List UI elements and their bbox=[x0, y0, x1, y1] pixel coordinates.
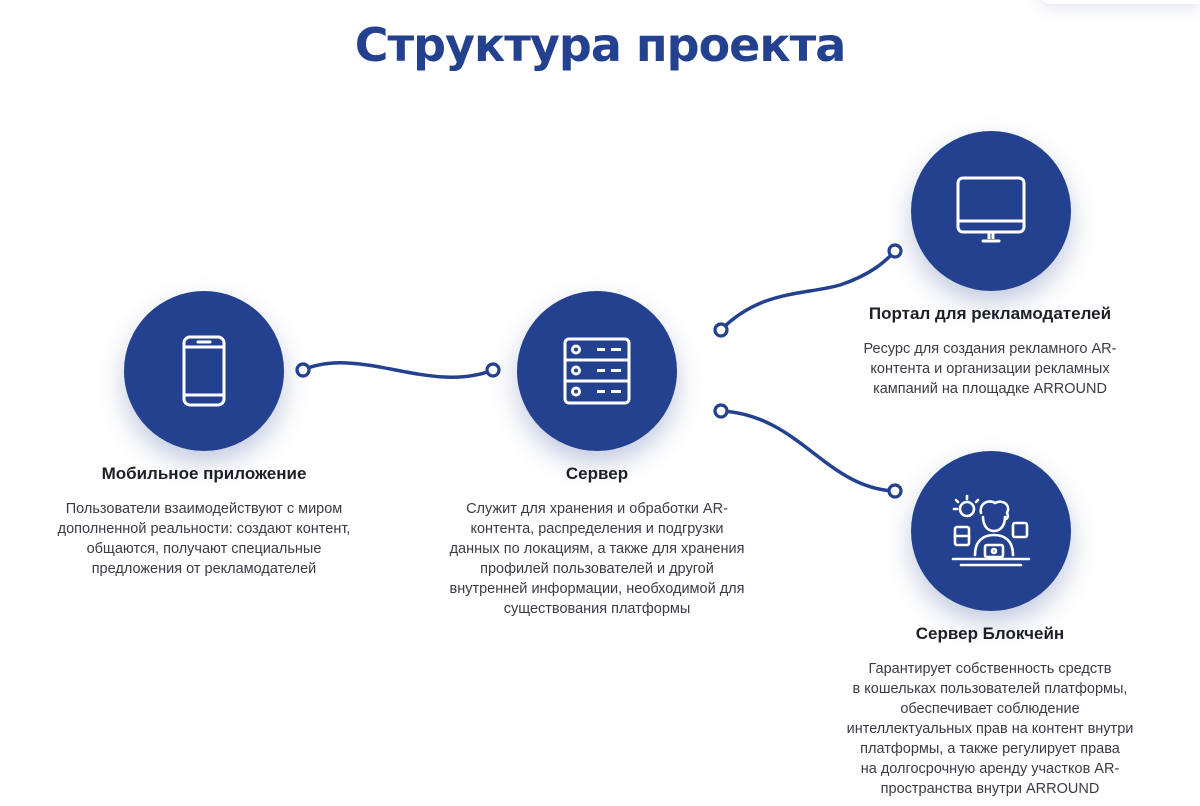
server-circle bbox=[517, 291, 677, 451]
server-title: Сервер bbox=[565, 464, 629, 483]
connector-dot bbox=[887, 483, 903, 499]
monitor-icon bbox=[956, 176, 1026, 243]
server-rack-icon bbox=[563, 337, 631, 405]
portal-description: Ресурс для создания рекламного AR- конте… bbox=[863, 341, 1117, 397]
connector-dot bbox=[713, 403, 729, 419]
page-title: Структура проекта bbox=[354, 18, 847, 72]
server-description: Служит для хранения и обработки AR- конт… bbox=[449, 501, 745, 617]
connector-dot bbox=[713, 322, 729, 338]
connector-dot bbox=[887, 243, 903, 259]
portal-circle bbox=[911, 131, 1071, 291]
portal-title: Портал для рекламодателей bbox=[868, 304, 1112, 323]
developer-workstation-icon bbox=[951, 494, 1031, 567]
blockchain-description: Гарантирует собственность средств в коше… bbox=[846, 661, 1134, 797]
blockchain-circle bbox=[911, 451, 1071, 611]
connector-dot bbox=[485, 362, 501, 378]
top-right-panel-edge bbox=[1040, 0, 1200, 4]
connector-dot bbox=[295, 362, 311, 378]
mobile-app-description: Пользователи взаимодействуют с миром доп… bbox=[57, 501, 351, 577]
mobile-app-title: Мобильное приложение bbox=[101, 464, 307, 483]
connector-server-blockchain bbox=[719, 409, 897, 493]
mobile-app-circle bbox=[124, 291, 284, 451]
blockchain-title: Сервер Блокчейн bbox=[915, 624, 1065, 643]
connector-server-portal bbox=[719, 249, 897, 332]
connector-mobile-server bbox=[301, 361, 495, 379]
smartphone-icon bbox=[182, 335, 226, 407]
